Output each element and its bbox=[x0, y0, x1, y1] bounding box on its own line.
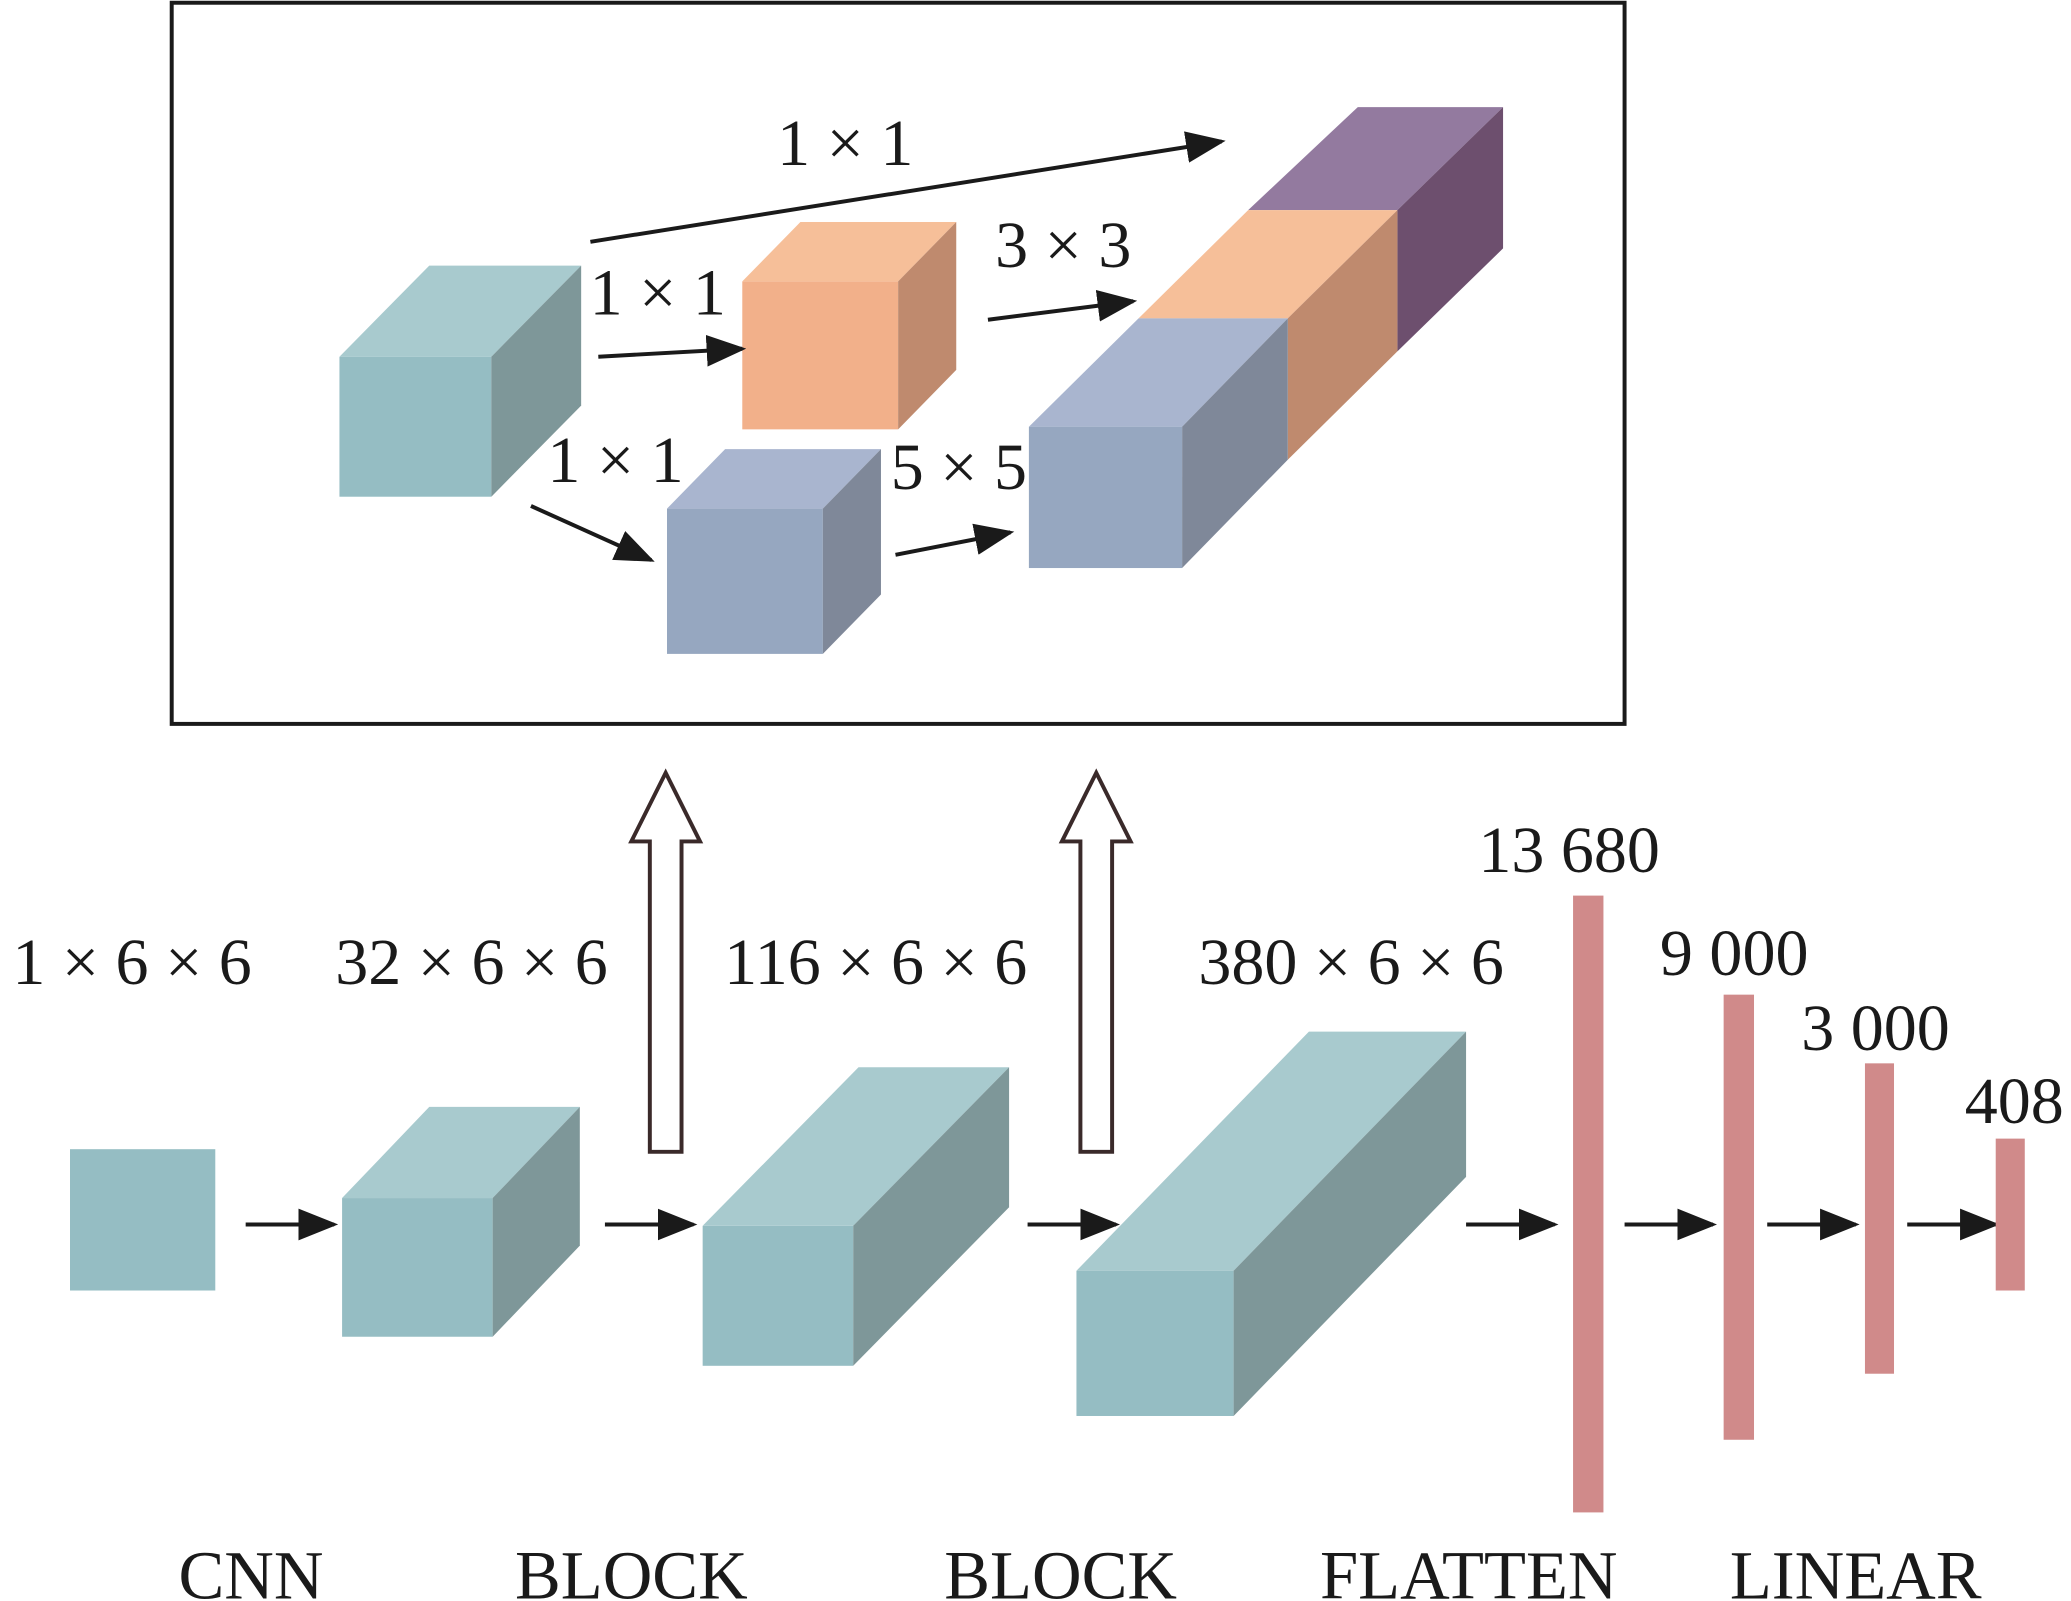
flatten-input-cube bbox=[1076, 1031, 1467, 1416]
linear-size-label: 3 000 bbox=[1801, 992, 1950, 1065]
label-5x5: 5 × 5 bbox=[891, 431, 1027, 504]
arrow-1x1-to-5x5 bbox=[530, 504, 655, 562]
dim-label: 32 × 6 × 6 bbox=[335, 926, 608, 999]
linear-layer-9000 bbox=[1723, 994, 1755, 1440]
branch-3x3-cube bbox=[742, 221, 957, 430]
input-feature-cube bbox=[339, 265, 582, 497]
block1-output-cube bbox=[342, 1106, 580, 1337]
linear-layer-13680 bbox=[1573, 895, 1604, 1513]
arrow-1x1-to-3x3 bbox=[598, 334, 747, 367]
label-3x3: 3 × 3 bbox=[995, 209, 1131, 282]
stage-label-flatten: FLATTEN bbox=[1320, 1537, 1618, 1601]
linear-size-label: 13 680 bbox=[1478, 814, 1660, 887]
cnn-input-square bbox=[70, 1149, 216, 1291]
inset-frame bbox=[169, 0, 1627, 726]
concatenated-output-prism bbox=[1028, 107, 1504, 569]
stage-label-cnn: CNN bbox=[178, 1537, 323, 1601]
stage-label-block: BLOCK bbox=[944, 1537, 1177, 1601]
stage-label-linear: LINEAR bbox=[1730, 1537, 1982, 1601]
linear-layer-408 bbox=[1995, 1138, 2025, 1291]
arrow-1x1-direct bbox=[590, 131, 1226, 244]
label-top-1x1: 1 × 1 bbox=[777, 107, 913, 180]
linear-size-label: 9 000 bbox=[1660, 917, 1809, 990]
expand-arrow-block-2 bbox=[1058, 768, 1134, 1154]
expand-arrow-block-1 bbox=[628, 768, 704, 1154]
label-mid-1x1: 1 × 1 bbox=[590, 256, 726, 329]
linear-size-label: 408 bbox=[1965, 1065, 2064, 1138]
arrow-5x5 bbox=[895, 523, 1015, 557]
block2-output-cube bbox=[702, 1067, 1010, 1366]
stage-label-block: BLOCK bbox=[515, 1537, 748, 1601]
arrow-3x3 bbox=[987, 290, 1138, 322]
dim-label: 1 × 6 × 6 bbox=[12, 926, 252, 999]
inception-block-inset: 1 × 1 1 × 1 3 × 3 1 × 1 5 × 5 bbox=[169, 0, 1627, 726]
branch-5x5-cube bbox=[666, 449, 881, 654]
label-bottom-1x1: 1 × 1 bbox=[547, 424, 683, 497]
dim-label: 116 × 6 × 6 bbox=[724, 926, 1027, 999]
linear-layer-3000 bbox=[1864, 1063, 1895, 1374]
dim-label: 380 × 6 × 6 bbox=[1198, 926, 1504, 999]
